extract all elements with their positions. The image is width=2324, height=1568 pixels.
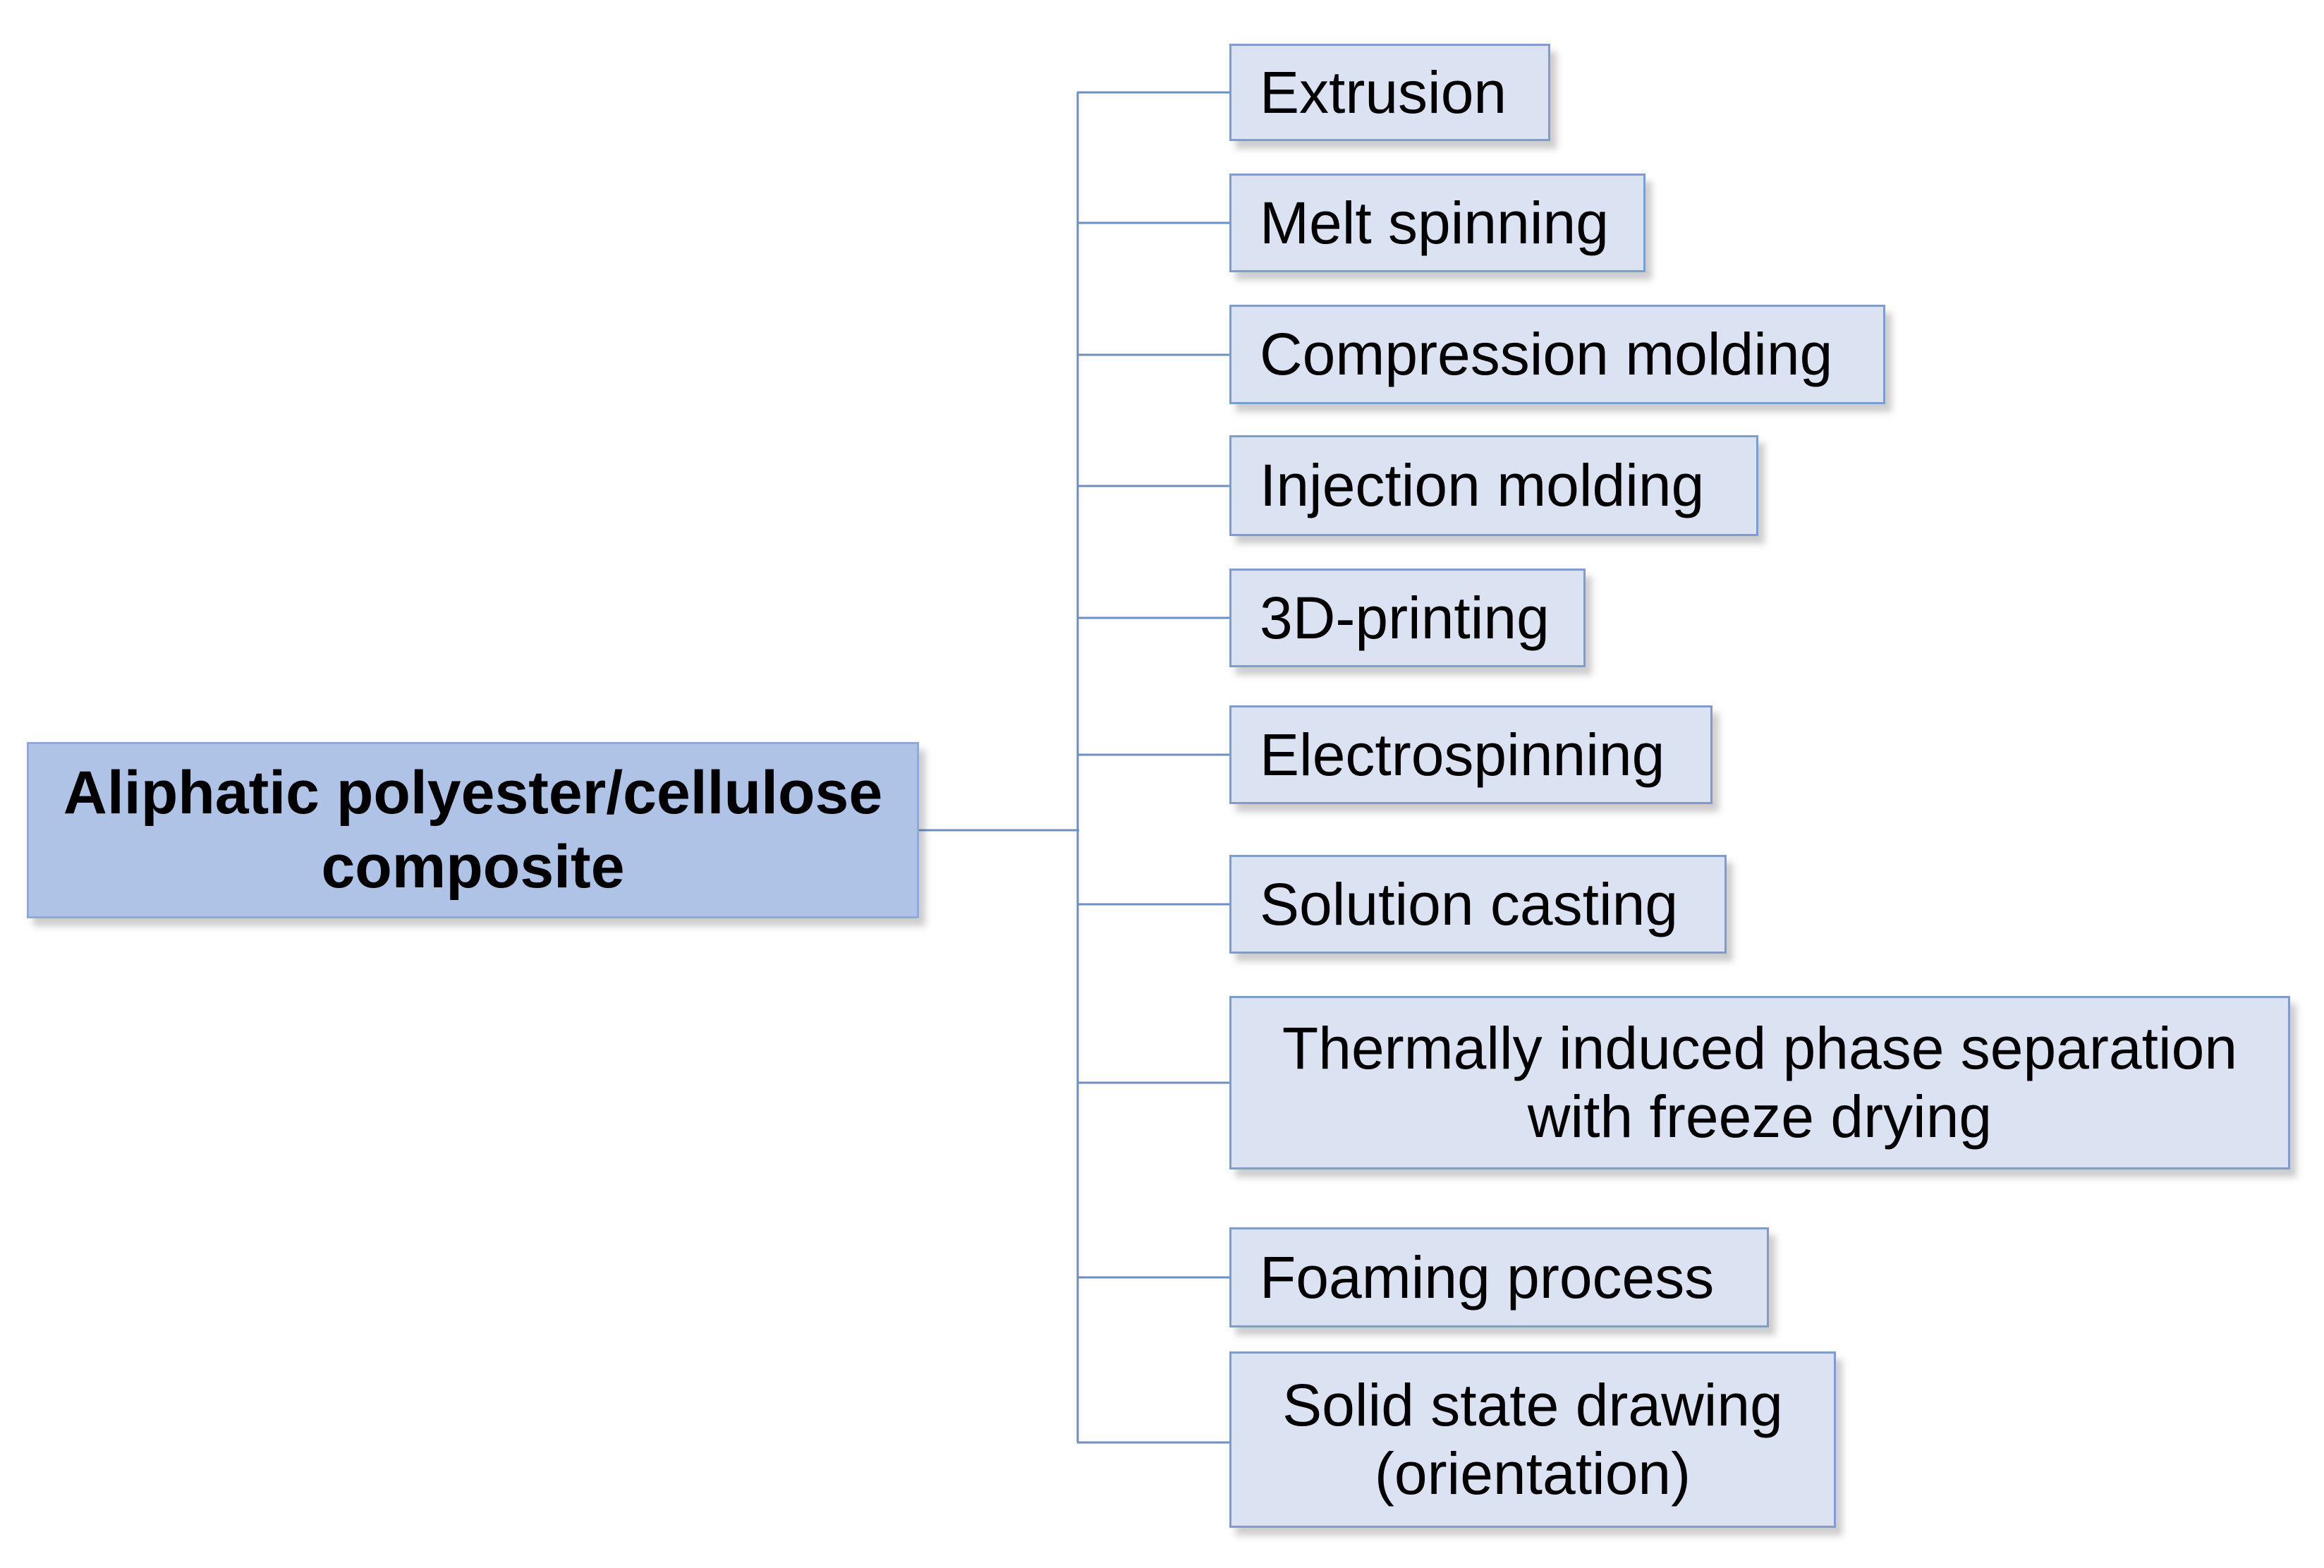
process-node-solid-state-drawing: Solid state drawing (orientation): [1229, 1351, 1836, 1528]
process-node-extrusion: Extrusion: [1229, 44, 1550, 141]
process-node-foaming-process: Foaming process: [1229, 1227, 1769, 1327]
process-node-electrospinning: Electrospinning: [1229, 705, 1712, 804]
process-node-thermally-induced-phase-separation: Thermally induced phase separation with …: [1229, 996, 2290, 1169]
root-node-label: Aliphatic polyester/cellulose composite: [63, 759, 883, 901]
root-node: Aliphatic polyester/cellulose composite: [27, 742, 919, 918]
process-node-3d-printing: 3D-printing: [1229, 569, 1586, 667]
process-node-compression-molding: Compression molding: [1229, 305, 1885, 404]
process-node-melt-spinning: Melt spinning: [1229, 174, 1645, 272]
process-node-solution-casting: Solution casting: [1229, 855, 1727, 954]
process-node-injection-molding: Injection molding: [1229, 435, 1758, 536]
